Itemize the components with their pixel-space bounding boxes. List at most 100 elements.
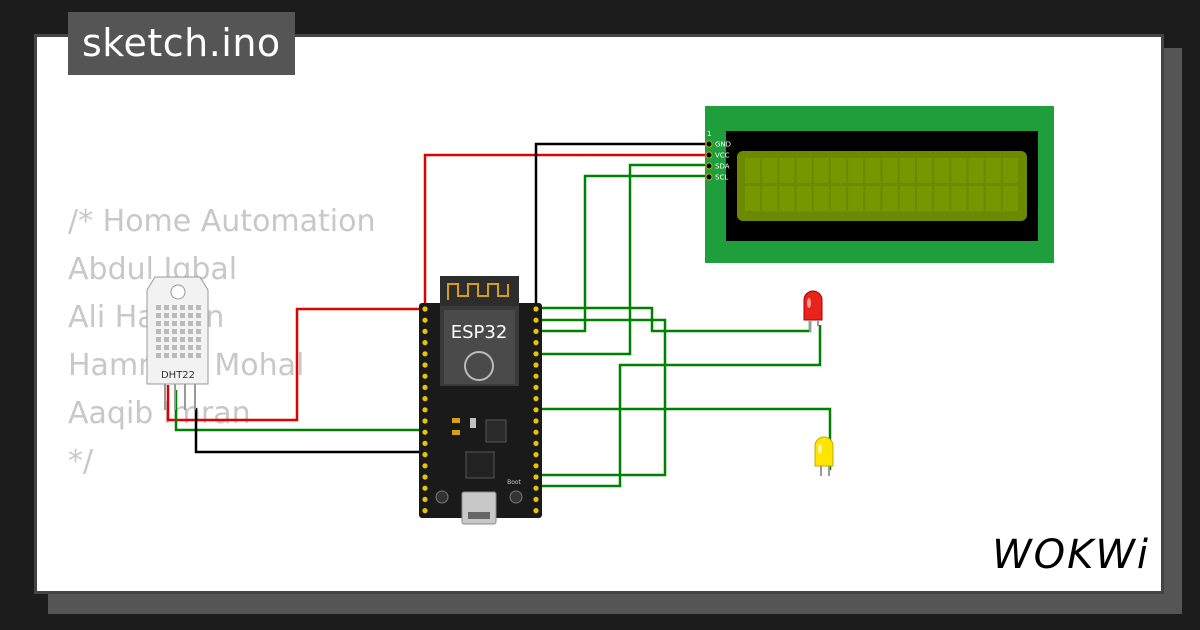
dht22-grille-hole (172, 321, 177, 326)
dht22-grille-hole (188, 305, 193, 310)
filename-tag: sketch.ino (68, 12, 295, 75)
lcd-cell (745, 158, 760, 183)
esp32-pin (533, 340, 539, 346)
lcd-cell (848, 186, 864, 211)
dht22-grille-hole (188, 337, 193, 342)
dht22-grille-hole (172, 353, 177, 358)
dht22-grille-hole (156, 353, 161, 358)
lcd-cell (934, 158, 950, 183)
lcd-cell (917, 186, 932, 211)
dht22-grille-hole (156, 337, 161, 342)
esp32-pin (533, 418, 539, 424)
esp32-pin-headers (422, 306, 539, 514)
usb-port-opening (468, 512, 490, 519)
lcd-cell (762, 158, 778, 183)
code-line: */ (68, 444, 94, 479)
wire-green-red-led-return (536, 318, 667, 477)
lcd-cell (951, 186, 967, 211)
esp32-shield (444, 310, 515, 384)
lcd-cell (899, 186, 915, 211)
boot-button (509, 490, 523, 504)
esp32-pin (422, 340, 428, 346)
esp32-pin (533, 496, 539, 502)
dht22-grille-hole (164, 329, 169, 334)
lcd-cells (745, 158, 1018, 211)
lcd-pin-label: VCC (715, 152, 730, 160)
code-line: /* Home Automation (68, 204, 376, 239)
dht22-grille-hole (196, 321, 201, 326)
wire-green-lcd-sda (536, 163, 708, 356)
lcd-cell (1003, 186, 1018, 211)
wire-green-red-led-cathode (536, 325, 822, 488)
dht22-grille-hole (172, 337, 177, 342)
usb-port (461, 491, 497, 525)
dht22-grille-hole (156, 305, 161, 310)
esp32-pin (422, 452, 428, 458)
esp32-pin (422, 396, 428, 402)
esp32-pin (533, 407, 539, 413)
esp32-pin (422, 429, 428, 435)
wire-red-dht-vcc (166, 307, 425, 422)
lcd-cell (796, 186, 812, 211)
yellow-led-glare (818, 444, 822, 454)
esp32-pin (533, 463, 539, 469)
lcd-pin-label: GND (715, 141, 731, 149)
lcd-cell (934, 186, 950, 211)
lcd-cell (848, 158, 864, 183)
lcd-cell (1003, 158, 1018, 183)
smd-component (470, 418, 476, 428)
dht22-grille-hole (180, 353, 185, 358)
esp32-pin (422, 351, 428, 357)
esp32-pin (533, 440, 539, 446)
esp32-pin (422, 496, 428, 502)
dht22-grille-hole (188, 353, 193, 358)
esp32-pin (533, 351, 539, 357)
lcd-pin-label: SCL (715, 174, 728, 182)
esp32-antenna (440, 276, 519, 306)
esp32-pin (422, 474, 428, 480)
dht22-grille-hole (164, 345, 169, 350)
esp32-pin (533, 328, 539, 334)
esp32-pin (422, 317, 428, 323)
dht22-grille-hole (188, 345, 193, 350)
dht22-grille-hole (156, 321, 161, 326)
wire-red-lcd-vcc (423, 153, 708, 305)
wire-green-lcd-scl (536, 174, 708, 333)
esp32-label: ESP32 (451, 322, 508, 343)
dht22-grille-hole (172, 313, 177, 318)
esp32-pin (422, 328, 428, 334)
lcd-cell (917, 158, 932, 183)
lcd-cell (968, 158, 984, 183)
dht22-sensor: DHT22 (146, 276, 209, 410)
dht22-hole (170, 284, 186, 300)
wires (166, 142, 832, 488)
lcd-pin (705, 151, 713, 159)
dht22-grille-hole (188, 329, 193, 334)
dht22-grille-hole (164, 353, 169, 358)
lcd-pin-one-label: 1 (707, 130, 711, 138)
esp32-pin (533, 362, 539, 368)
smd-led (452, 430, 460, 435)
lcd-pin-label: SDA (715, 163, 730, 171)
dht22-grille-hole (196, 329, 201, 334)
dht22-grille-hole (156, 345, 161, 350)
dht22-grille-hole (180, 305, 185, 310)
dht22-grille-hole (156, 329, 161, 334)
esp32-pin (422, 306, 428, 312)
esp32-pin (422, 373, 428, 379)
esp32-pin (422, 463, 428, 469)
esp32-regulator (485, 419, 507, 443)
red-led (803, 290, 823, 332)
lcd-pins: GND VCC SDA SCL (705, 140, 731, 182)
esp32-pin (533, 485, 539, 491)
esp32-pin (533, 384, 539, 390)
lcd-cell (985, 158, 1001, 183)
lcd-cell (831, 158, 846, 183)
esp32-antenna-trace (447, 283, 509, 300)
dht22-grille (156, 305, 201, 358)
dht22-grille-hole (180, 313, 185, 318)
esp32-pin (533, 373, 539, 379)
lcd-cell (779, 158, 795, 183)
dht22-grille-hole (196, 353, 201, 358)
